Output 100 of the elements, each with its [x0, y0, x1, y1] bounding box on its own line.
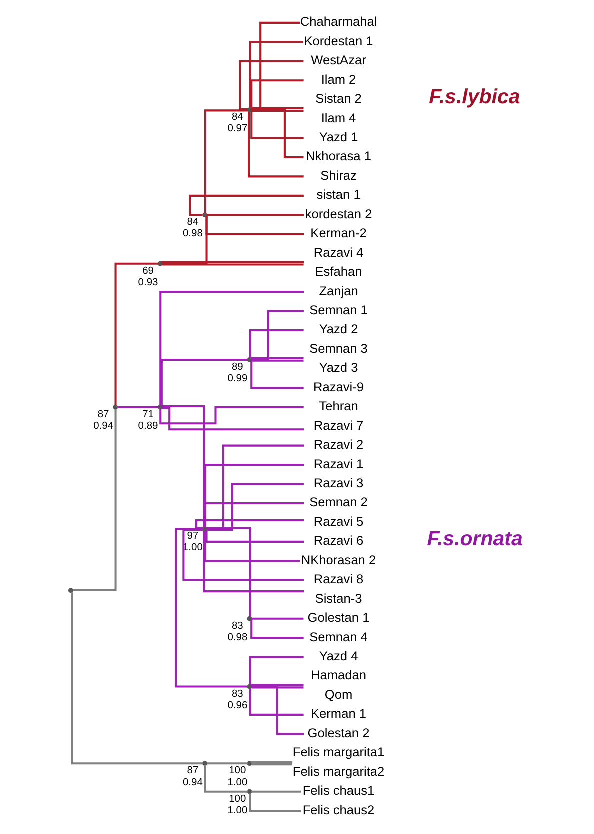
node-text: sistan 1: [316, 187, 360, 202]
node-text: Felis chaus2: [302, 802, 374, 818]
connector: [252, 310, 304, 360]
node-text: Tehran: [318, 398, 358, 414]
node-text: Kerman 1: [310, 706, 366, 722]
node-text: Zanjan: [318, 283, 358, 298]
connector: [205, 530, 304, 543]
connector: [238, 60, 304, 110]
connector: [250, 80, 304, 110]
node-point: [112, 404, 118, 410]
node-label: 89: [231, 362, 243, 374]
node-text: Kordestan 1: [304, 33, 373, 48]
node-text: Semnan 4: [309, 629, 368, 644]
connector: [159, 291, 304, 406]
connector: [250, 761, 292, 764]
node-text: Felis margarita1: [292, 744, 384, 760]
node-text: Semnan 1: [309, 302, 368, 318]
node-point: [246, 789, 252, 794]
node-label: 1.00: [227, 777, 248, 788]
node-text: WestAzar: [310, 52, 366, 68]
connector: [248, 794, 301, 812]
node-label: 0.94: [93, 420, 114, 432]
connector: [204, 502, 304, 528]
node-text: Qom: [324, 686, 352, 702]
node-point: [157, 404, 162, 410]
connector: [250, 110, 304, 140]
connector: [162, 264, 304, 266]
connector: [251, 110, 304, 112]
node-label: 100: [228, 794, 246, 805]
node-point: [246, 357, 252, 362]
node-text: Esfahan: [314, 264, 362, 280]
node-point: [246, 616, 252, 622]
node-text: NKhorasan 2: [300, 552, 376, 568]
label: F.s.ornata: [426, 528, 522, 551]
node-label: 0.97: [227, 124, 248, 135]
connector: [204, 110, 248, 214]
connector: [182, 529, 304, 582]
node-text: Golestan 2: [307, 725, 370, 740]
connector: [251, 108, 304, 159]
connector: [206, 444, 304, 530]
node-text: Felis margarita2: [292, 764, 384, 779]
node-text: Razavi 3: [313, 475, 364, 490]
connector: [248, 656, 304, 685]
connector: [114, 262, 158, 406]
connector: [251, 685, 304, 736]
node-label: 0.89: [138, 420, 158, 432]
node-point: [246, 108, 252, 113]
node-label: 100: [228, 766, 246, 777]
node-text: Ilam 2: [320, 72, 356, 87]
node-text: Razavi 2: [313, 437, 364, 452]
connector: [250, 619, 304, 640]
node-label: 71: [142, 409, 154, 420]
node-label: 87: [186, 766, 198, 777]
node-label: 0.98: [182, 228, 202, 240]
connector: [250, 360, 304, 390]
connector: [205, 216, 304, 236]
connector: [248, 329, 304, 358]
node-point: [157, 261, 162, 266]
node-text: Razavi 8: [313, 572, 364, 587]
connector: [206, 762, 248, 765]
node-label: 83: [231, 620, 243, 632]
node-label: 69: [142, 266, 154, 277]
node-text: Kerman-2: [310, 226, 366, 241]
connector: [206, 483, 304, 532]
node-label: 1.00: [227, 805, 248, 816]
node-text: Ilam 4: [320, 110, 356, 126]
connector: [206, 214, 304, 216]
node-label: 84: [231, 112, 243, 124]
node-label: 87: [97, 409, 109, 420]
node-text: Hamadan: [310, 668, 366, 683]
node-text: Razavi 7: [313, 418, 364, 433]
node-label: 0.94: [182, 777, 202, 788]
connector: [251, 686, 304, 689]
connector: [250, 684, 304, 686]
node-text: Shiraz: [320, 168, 356, 183]
connector: [251, 360, 304, 362]
node-label: 1.00: [182, 542, 202, 554]
connector: [204, 766, 248, 793]
connector: [251, 764, 292, 766]
node-text: Semnan 2: [309, 494, 368, 510]
node-label: 0.96: [227, 700, 248, 712]
node-text: Razavi 5: [313, 514, 364, 529]
node-text: Golestan 1: [307, 610, 370, 626]
node-label: 97: [186, 531, 198, 542]
node-point: [246, 684, 252, 690]
node-point: [202, 761, 208, 766]
node-text: Razavi 1: [313, 456, 364, 472]
node-label: 0.93: [138, 277, 158, 288]
connector: [188, 194, 304, 216]
connector: [117, 406, 158, 408]
connector: [204, 531, 300, 562]
connector: [161, 261, 304, 264]
connector: [248, 41, 303, 108]
node-text: Razavi 6: [313, 533, 364, 548]
node-point: [68, 588, 73, 594]
connector: [162, 407, 304, 431]
node-text: Semnan 3: [309, 340, 368, 356]
connector: [251, 618, 304, 620]
connector: [72, 409, 116, 592]
label: F.s.lybica: [428, 85, 520, 108]
